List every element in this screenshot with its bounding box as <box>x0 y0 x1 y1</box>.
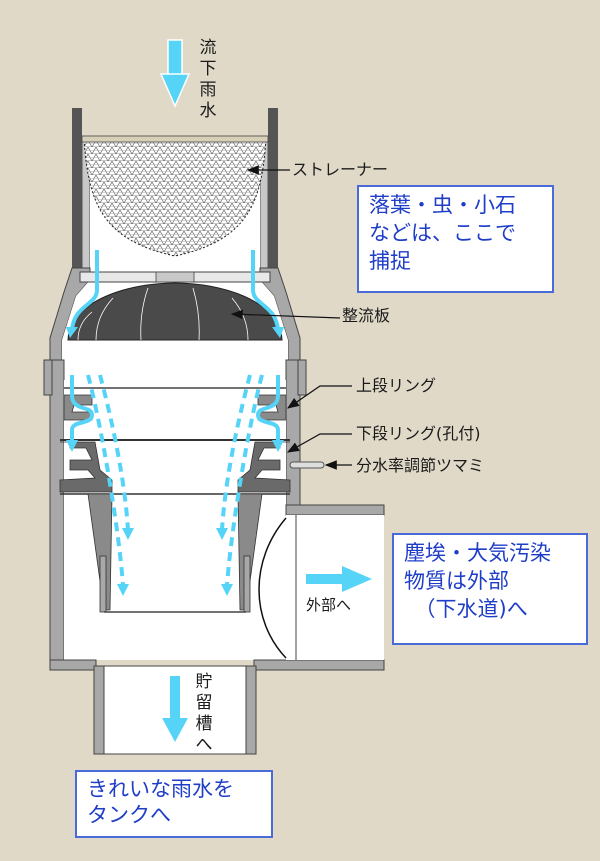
to-tank-char: 貯 <box>195 672 213 692</box>
outside-note: 塵埃・大気汚染 物質は外部 （下水道)へ <box>392 533 588 645</box>
strainer-label: ストレーナー <box>292 160 389 179</box>
note-line: 捕捉 <box>369 249 411 273</box>
flow-arrowheads <box>66 327 284 596</box>
note-line: タンクへ <box>87 803 171 827</box>
ratio-knob-label: 分水率調節ツマミ <box>356 456 485 475</box>
to-tank-char: へ <box>195 735 213 755</box>
lower-body <box>43 359 385 671</box>
to-tank-label: 貯 留 槽 へ <box>194 672 214 756</box>
strainer-note: 落葉・虫・小石 などは、ここで 捕捉 <box>357 185 554 293</box>
water-flow-lines <box>70 250 280 586</box>
note-line: 物質は外部 <box>404 569 509 593</box>
upper-ring-label: 上段リング <box>356 376 437 395</box>
note-line: 落葉・虫・小石 <box>369 193 516 217</box>
leader-lines <box>230 165 352 470</box>
inflow-char: 流 <box>199 38 217 58</box>
strainer-mesh <box>83 137 267 257</box>
note-line: （下水道)へ <box>404 597 528 621</box>
inflow-char: 雨 <box>199 80 217 100</box>
to-tank-char: 留 <box>195 693 213 713</box>
note-line: などは、ここで <box>369 221 516 245</box>
tank-note: きれいな雨水を タンクへ <box>75 770 273 838</box>
arrow-right-icon <box>306 566 372 592</box>
inflow-char: 水 <box>199 101 217 121</box>
tank-pipe <box>93 665 257 755</box>
outside-label: 外部へ <box>306 596 352 614</box>
side-outlet <box>258 504 385 660</box>
note-line: 塵埃・大気汚染 <box>404 541 551 565</box>
lower-ring-label: 下段リング(孔付) <box>356 424 481 443</box>
inflow-label: 流 下 雨 水 <box>198 38 218 122</box>
note-line: きれいな雨水を <box>87 777 234 801</box>
baffle-plate-label: 整流板 <box>342 306 391 325</box>
arrow-down-icon <box>162 676 188 742</box>
arrow-down-icon <box>159 39 191 108</box>
inflow-char: 下 <box>199 59 217 79</box>
to-tank-char: 槽 <box>195 714 213 734</box>
